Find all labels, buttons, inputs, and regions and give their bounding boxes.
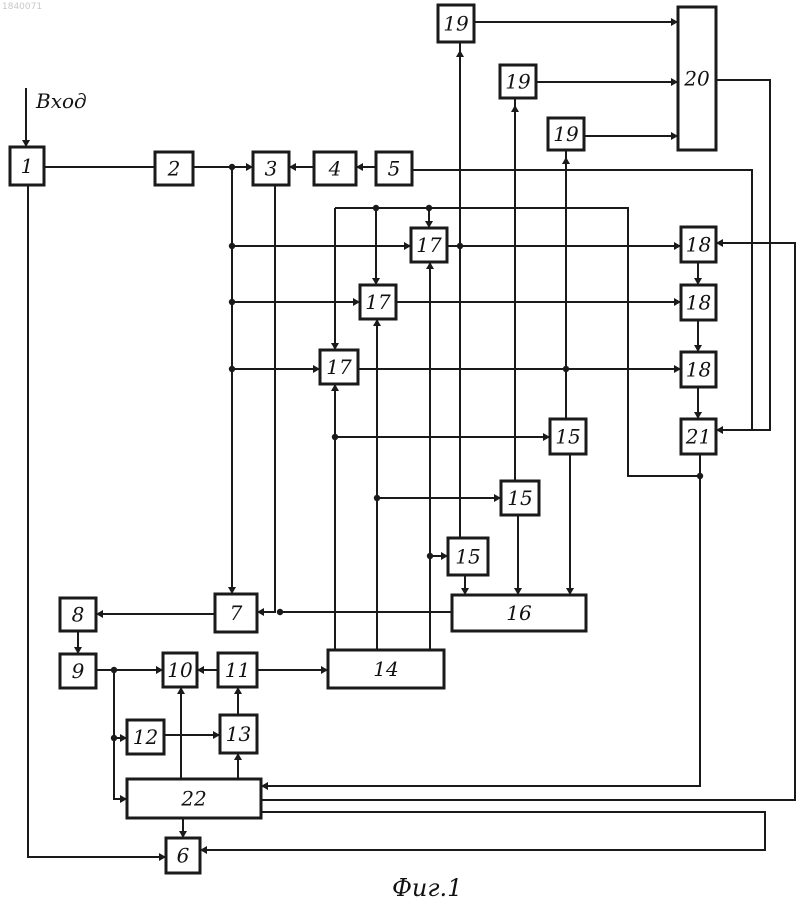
block-label: 21: [685, 425, 711, 449]
block-18b: 18: [681, 285, 716, 320]
block-label: 4: [328, 157, 342, 181]
block-15c: 15: [448, 538, 488, 575]
block-label: 18: [686, 358, 711, 382]
block-label: 7: [230, 601, 243, 625]
block-3: 3: [253, 152, 289, 185]
block-13: 13: [220, 715, 257, 753]
block-label: 19: [505, 70, 531, 94]
block-18c: 18: [681, 352, 716, 387]
block-label: 12: [133, 725, 158, 749]
block-2: 2: [155, 152, 193, 185]
block-17a: 17: [411, 228, 447, 262]
block-label: 10: [167, 658, 193, 682]
block-label: 11: [225, 658, 250, 682]
block-16: 16: [452, 595, 586, 631]
block-label: 2: [167, 157, 181, 181]
block-1: 1: [10, 147, 44, 185]
block-20: 20: [678, 7, 716, 150]
block-label: 17: [365, 290, 391, 314]
block-label: 8: [72, 603, 85, 627]
block-label: 16: [506, 601, 532, 625]
block-label: 13: [226, 722, 251, 746]
block-17c: 17: [320, 350, 358, 384]
block-label: 17: [416, 233, 442, 257]
block-label: 18: [686, 233, 711, 257]
block-11: 11: [218, 653, 257, 687]
block-label: 3: [265, 157, 278, 181]
block-7: 7: [215, 594, 257, 632]
block-label: 9: [72, 659, 85, 683]
block-label: 19: [443, 12, 469, 36]
block-label: 15: [555, 425, 580, 449]
block-18a: 18: [681, 227, 716, 262]
figure-caption: Фиг.1: [392, 874, 462, 902]
block-22: 22: [127, 779, 261, 818]
block-label: 17: [326, 355, 352, 379]
block-5: 5: [376, 152, 412, 185]
block-label: 15: [507, 486, 532, 510]
block-label: 22: [180, 787, 206, 811]
block-21: 21: [681, 419, 716, 454]
block-10: 10: [163, 653, 197, 687]
block-19c: 19: [548, 118, 584, 150]
block-6: 6: [166, 838, 200, 873]
block-label: 18: [686, 291, 711, 315]
block-9: 9: [60, 654, 96, 688]
block-label: 19: [553, 122, 579, 146]
block-8: 8: [60, 598, 96, 631]
block-19b: 19: [500, 65, 536, 98]
block-4: 4: [314, 152, 356, 185]
input-label: Вход: [35, 89, 87, 113]
block-label: 5: [388, 157, 401, 181]
watermark: 1840071: [2, 2, 42, 12]
block-label: 14: [373, 657, 398, 681]
block-label: 20: [683, 67, 710, 91]
block-19a: 19: [438, 5, 474, 42]
block-label: 1: [21, 154, 34, 178]
block-label: 15: [455, 545, 480, 569]
block-14: 14: [328, 650, 444, 688]
block-label: 6: [177, 844, 190, 868]
block-15a: 15: [550, 419, 586, 454]
block-12: 12: [127, 720, 164, 754]
block-17b: 17: [360, 285, 396, 319]
block-15b: 15: [501, 481, 539, 515]
